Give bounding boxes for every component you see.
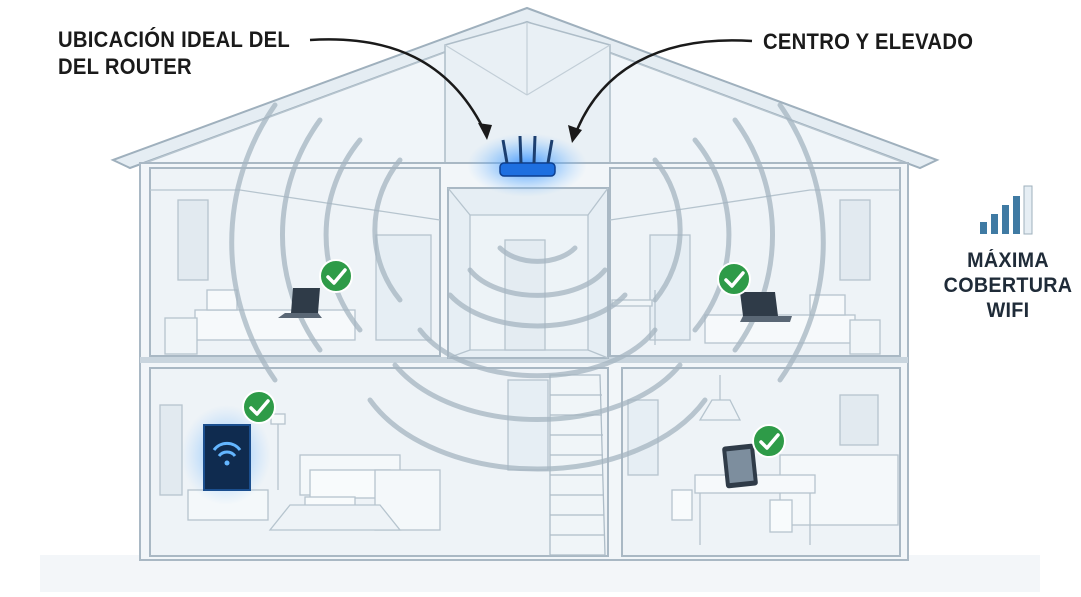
check-icon bbox=[752, 424, 786, 458]
router-label-line2: DEL ROUTER bbox=[58, 54, 192, 79]
router-label-line1: UBICACIÓN IDEAL DEL bbox=[58, 27, 291, 52]
upper-rooms bbox=[150, 189, 900, 355]
living-room bbox=[159, 379, 549, 531]
ground bbox=[40, 555, 1040, 592]
check-icon bbox=[242, 390, 276, 424]
laptop-icon bbox=[278, 288, 322, 318]
signal-waves bbox=[229, 102, 826, 472]
tablet-icon bbox=[722, 443, 758, 489]
center-elevated-label: CENTRO Y ELEVADO bbox=[763, 29, 974, 54]
router-icon bbox=[467, 133, 587, 197]
router-placement-label: UBICACIÓN IDEAL DEL DEL ROUTER bbox=[58, 26, 290, 80]
pointer-arrows bbox=[309, 38, 753, 143]
roof bbox=[110, 6, 940, 181]
laptop-icon bbox=[740, 292, 792, 322]
wifi-icon bbox=[212, 441, 242, 466]
tv-icon bbox=[181, 405, 271, 505]
check-icon bbox=[717, 262, 751, 296]
kitchen bbox=[627, 375, 899, 545]
arrow-left bbox=[309, 38, 487, 133]
signal-bars-icon bbox=[980, 185, 1033, 235]
coverage-line3: WIFI bbox=[986, 299, 1030, 322]
coverage-line1: MÁXIMA bbox=[967, 249, 1049, 272]
max-coverage-label: MÁXIMA COBERTURA WIFI bbox=[940, 248, 1075, 323]
coverage-line2: COBERTURA bbox=[943, 274, 1073, 297]
check-icon bbox=[319, 259, 353, 293]
arrow-right bbox=[573, 39, 753, 136]
